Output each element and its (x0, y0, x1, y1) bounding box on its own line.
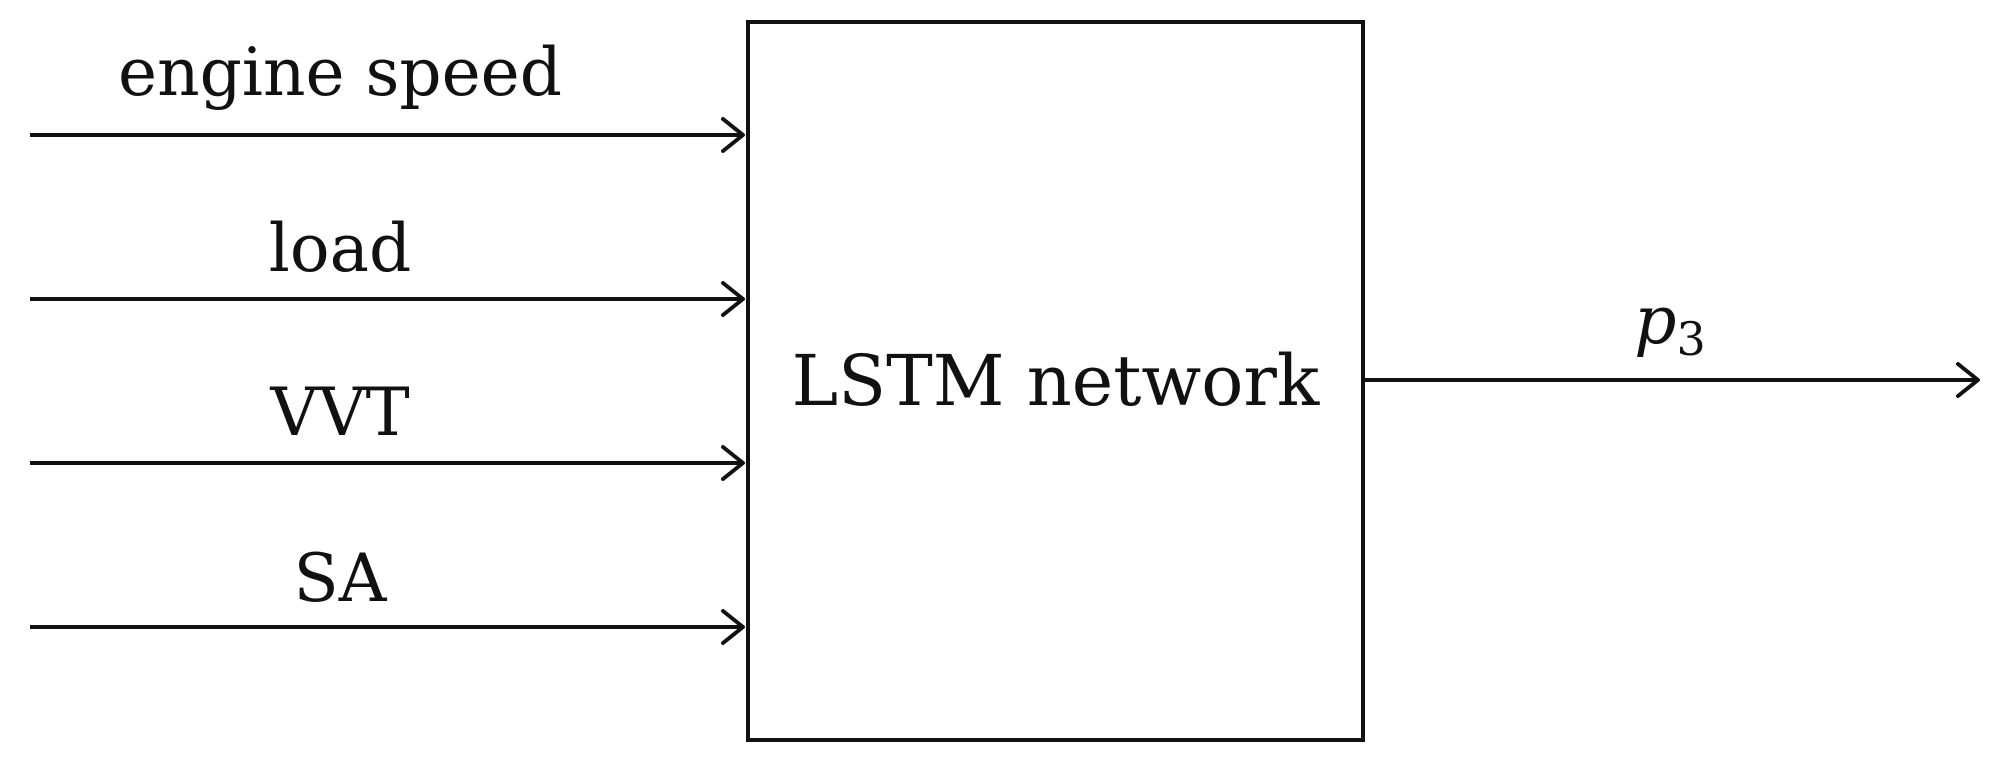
lstm-block-label: LSTM network (791, 340, 1320, 422)
output-arrow (1363, 362, 1980, 398)
output-symbol: p (1634, 282, 1677, 359)
input-arrow-vvt (30, 445, 745, 481)
input-label-load: load (268, 210, 412, 287)
input-label-sa: SA (293, 540, 387, 617)
input-label-engine-speed: engine speed (118, 34, 562, 111)
input-arrow-load (30, 281, 745, 317)
input-label-vvt: VVT (270, 374, 410, 451)
output-subscript: 3 (1676, 312, 1706, 366)
output-label: p3 (1580, 288, 1760, 363)
input-arrow-sa (30, 609, 745, 645)
input-arrow-engine-speed (30, 117, 745, 153)
